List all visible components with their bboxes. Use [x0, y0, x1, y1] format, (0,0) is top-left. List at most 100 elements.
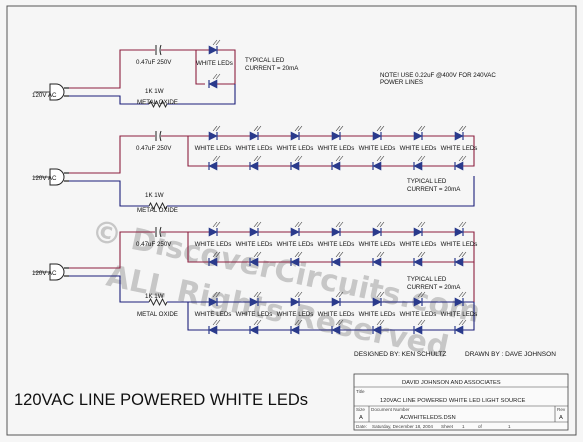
led-ray — [417, 319, 423, 326]
led-ray — [376, 125, 382, 132]
led-icon — [413, 221, 426, 237]
plug-body — [49, 83, 65, 101]
led-pair-label: WHITE LEDs — [441, 241, 478, 248]
capacitor-label: 0.47uF 250V — [136, 145, 172, 152]
led-ray — [256, 155, 262, 162]
led-icon — [454, 291, 467, 307]
led-icon — [454, 221, 467, 237]
ac-plug-icon — [34, 83, 69, 101]
led-icon — [208, 319, 221, 335]
led-triangle — [454, 131, 464, 141]
typical-current-line2: CURRENT = 20mA — [407, 284, 461, 291]
typical-current-line1: TYPICAL LED — [245, 57, 285, 64]
led-icon — [290, 291, 303, 307]
led-pair-label: WHITE LEDs — [195, 241, 232, 248]
led-icon — [372, 155, 385, 171]
led-ray — [458, 155, 464, 162]
led-icon — [290, 125, 303, 141]
circuit-1: 120V AC 0.47uF 250V 1K 1W METAL OXIDE WH… — [32, 57, 299, 106]
led-icon — [372, 319, 385, 335]
led-ray — [379, 221, 385, 228]
led-triangle — [331, 325, 341, 335]
led-ray — [215, 125, 221, 132]
led-icon — [208, 73, 221, 89]
led-triangle — [290, 297, 300, 307]
led-ray — [417, 221, 423, 228]
size-caption: Size — [356, 407, 365, 412]
led-icon — [331, 125, 344, 141]
led-ray — [212, 291, 218, 298]
circuit-2: 120V AC 0.47uF 250V 1K 1W METAL OXIDE TY… — [32, 145, 461, 214]
led-icon — [413, 155, 426, 171]
typical-current-line1: TYPICAL LED — [407, 276, 447, 283]
resistor-type-label: METAL OXIDE — [137, 311, 178, 318]
led-ray — [212, 73, 218, 80]
led-ray — [294, 155, 300, 162]
wire — [195, 50, 205, 85]
led-pair-label: WHITE LEDs — [196, 60, 233, 67]
led-ray — [253, 155, 259, 162]
led-triangle — [413, 131, 423, 141]
led-triangle — [290, 325, 300, 335]
led-ray — [253, 319, 259, 326]
capacitor-icon — [155, 226, 162, 238]
wire — [69, 49, 236, 89]
drawing-title: 120VAC LINE POWERED WHITE LED LIGHT SOUR… — [380, 398, 526, 404]
led-icon — [208, 125, 221, 141]
capacitor-label: 0.47uF 250V — [136, 59, 172, 66]
led-icon — [454, 125, 467, 141]
wire — [69, 231, 475, 269]
led-triangle — [249, 297, 259, 307]
ac-plug-icon — [34, 168, 69, 186]
led-triangle — [208, 297, 218, 307]
led-ray — [458, 319, 464, 326]
capacitor-plate — [159, 130, 162, 142]
led-ray — [297, 221, 303, 228]
led-ray — [297, 291, 303, 298]
led-ray — [458, 221, 464, 228]
resistor-label: 1K 1W — [145, 192, 164, 199]
led-ray — [215, 319, 221, 326]
led-triangle — [249, 257, 259, 267]
led-ray — [212, 155, 218, 162]
resistor-icon — [148, 99, 168, 109]
led-triangle — [208, 227, 218, 237]
designed-by: DESIGNED BY: KEN SCHULTZ — [354, 351, 446, 358]
led-pair-label: WHITE LEDs — [441, 311, 478, 318]
led-ray — [461, 291, 467, 298]
led-ray — [376, 251, 382, 258]
led-triangle — [249, 161, 259, 171]
led-ray — [379, 291, 385, 298]
led-pair-label: WHITE LEDs — [236, 145, 273, 152]
resistor-icon — [148, 201, 168, 211]
wire — [69, 84, 236, 105]
capacitor-plate — [159, 44, 162, 56]
drawn-by: DRAWN BY : DAVE JOHNSON — [465, 351, 556, 358]
led-ray — [335, 221, 341, 228]
led-triangle — [413, 257, 423, 267]
led-triangle — [372, 325, 382, 335]
led-triangle — [454, 297, 464, 307]
led-triangle — [372, 227, 382, 237]
led-ray — [294, 221, 300, 228]
led-ray — [212, 319, 218, 326]
led-triangle — [208, 325, 218, 335]
led-ray — [376, 319, 382, 326]
led-ray — [297, 125, 303, 132]
led-triangle — [208, 161, 218, 171]
led-icon — [331, 251, 344, 267]
led-triangle — [331, 227, 341, 237]
resistor-label: 1K 1W — [145, 88, 164, 95]
led-ray — [420, 251, 426, 258]
title-caption: Title — [356, 389, 365, 394]
led-ray — [461, 125, 467, 132]
led-icon — [454, 319, 467, 335]
led-triangle — [413, 297, 423, 307]
led-triangle — [454, 227, 464, 237]
led-icon — [454, 155, 467, 171]
led-icon — [208, 221, 221, 237]
led-ray — [294, 251, 300, 258]
led-ray — [212, 221, 218, 228]
led-pair-label: WHITE LEDs — [277, 241, 314, 248]
resistor-zigzag — [148, 297, 168, 307]
